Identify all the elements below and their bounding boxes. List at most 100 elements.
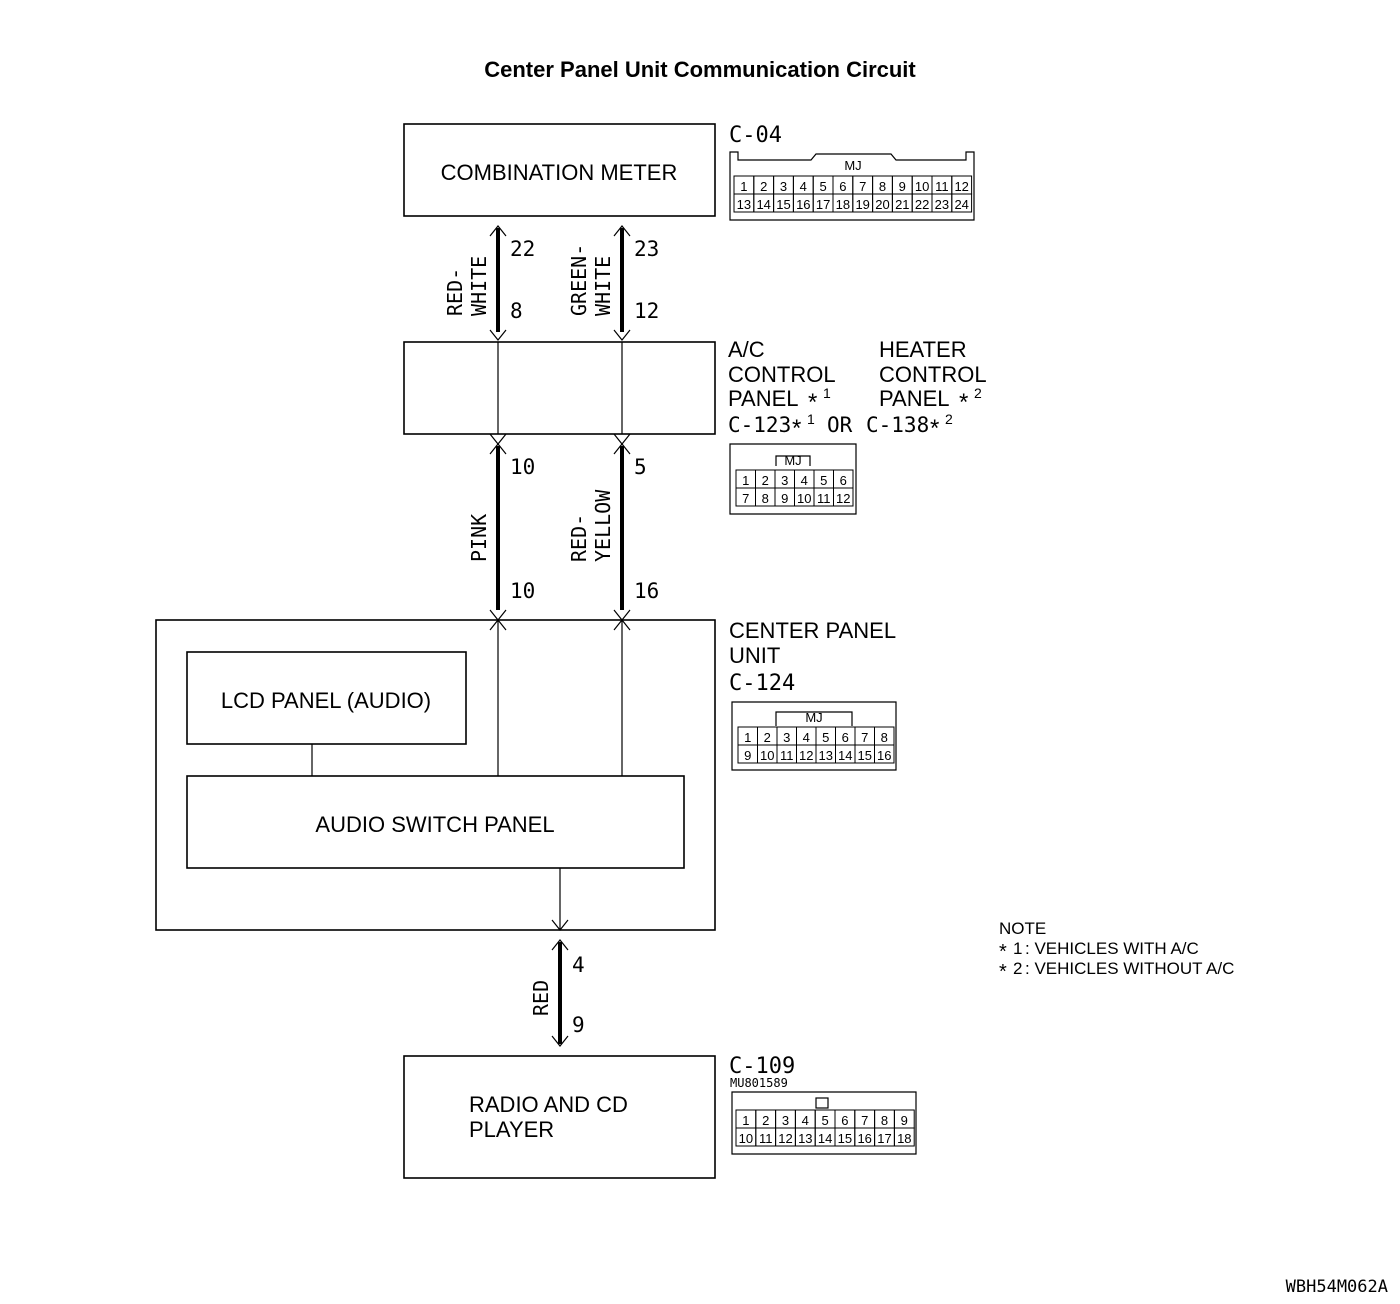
mj-label: MJ <box>805 710 822 725</box>
connector-pin-number: 4 <box>800 179 807 194</box>
connector-pin-number: 23 <box>935 197 949 212</box>
connector-pin-number: 22 <box>915 197 929 212</box>
connector-pin-number: 11 <box>759 1131 773 1146</box>
wire-color-green-white-1: GREEN- <box>567 244 591 316</box>
connector-pin-number: 3 <box>780 179 787 194</box>
connector-pin-number: 9 <box>901 1113 908 1128</box>
connector-pin-number: 8 <box>879 179 886 194</box>
connector-pin-number: 5 <box>820 473 827 488</box>
pin-10-bottom: 10 <box>510 579 535 603</box>
connector-pin-number: 14 <box>818 1131 832 1146</box>
connector-pin-number: 7 <box>859 179 866 194</box>
connector-pin-number: 14 <box>838 748 852 763</box>
connector-pin-number: 3 <box>781 473 788 488</box>
audio-switch-panel-box <box>186 775 685 869</box>
connector-pin-number: 8 <box>881 730 888 745</box>
connector-c123-label: C-123 <box>728 413 791 437</box>
connector-pin-number: 12 <box>954 179 968 194</box>
connector-pin-number: 8 <box>881 1113 888 1128</box>
connector-pin-number: 15 <box>776 197 790 212</box>
part-number-label: MU801589 <box>730 1076 788 1090</box>
ac-label-line1: A/C <box>728 337 765 362</box>
pin-16: 16 <box>634 579 659 603</box>
connector-pin-number: 11 <box>817 491 831 506</box>
connector-pin-number: 4 <box>803 730 810 745</box>
connector-pin-number: 17 <box>816 197 830 212</box>
connector-pin-number: 12 <box>836 491 850 506</box>
connector-pin-number: 3 <box>783 730 790 745</box>
connector-pin-number: 6 <box>840 473 847 488</box>
audio-switch-panel-label: AUDIO SWITCH PANEL <box>315 812 554 837</box>
terminal-arrows-2 <box>613 225 631 341</box>
connector-pin-number: 6 <box>842 730 849 745</box>
connector-pin-number: 21 <box>895 197 909 212</box>
connector-pin-cell <box>874 744 895 764</box>
ac-control-panel-box <box>403 341 716 435</box>
connector-c04-label: C-04 <box>729 123 782 148</box>
connector-pin-number: 1 <box>742 473 749 488</box>
note-heading: NOTE <box>999 919 1046 938</box>
connector-pin-number: 13 <box>798 1131 812 1146</box>
connector-pin-number: 8 <box>762 491 769 506</box>
connector-pin-number: 16 <box>796 197 810 212</box>
connector-pin-number: 5 <box>819 179 826 194</box>
connector-pin-number: 10 <box>760 748 774 763</box>
connector-pin-number: 18 <box>836 197 850 212</box>
wire-color-red-yellow-1: RED- <box>567 514 591 562</box>
ac-label-line3: PANEL <box>728 386 799 411</box>
connector-pin-cell <box>893 1127 915 1147</box>
terminal-arrows-1 <box>489 225 507 341</box>
mj-label: MJ <box>844 158 861 173</box>
or-label: OR <box>827 413 853 437</box>
wire-color-red: RED <box>529 980 553 1016</box>
wire-color-pink: PINK <box>467 514 491 562</box>
heater-label-line1: HEATER <box>879 337 967 362</box>
connector-pin-number: 9 <box>899 179 906 194</box>
terminal-arrows-8 <box>551 1035 569 1047</box>
heater-label-line3: PANEL <box>879 386 950 411</box>
connector-pin-number: 4 <box>802 1113 809 1128</box>
note-block: NOTE * 1 : VEHICLES WITH A/C * 2 : VEHIC… <box>999 919 1234 983</box>
connector-pin-number: 7 <box>861 730 868 745</box>
connector-pin-number: 6 <box>839 179 846 194</box>
radio-label-line2: PLAYER <box>469 1117 554 1142</box>
connector-pin-number: 15 <box>838 1131 852 1146</box>
diagram-title: Center Panel Unit Communication Circuit <box>484 57 916 82</box>
center-panel-unit-box <box>155 619 716 931</box>
connector-pin-number: 7 <box>742 491 749 506</box>
connector-pin-cell <box>833 487 854 507</box>
terminal-arrows-6 <box>489 619 631 631</box>
footnote-2-marker: 2 <box>1013 959 1022 978</box>
connector-pin-number: 2 <box>762 473 769 488</box>
combination-meter-label: COMBINATION METER <box>441 160 678 185</box>
connector-pin-number: 24 <box>954 197 968 212</box>
mj-label: MJ <box>784 453 801 468</box>
footnote-1-marker: 1 <box>807 411 815 427</box>
center-label-line2: UNIT <box>729 643 780 668</box>
connector-pin-number: 3 <box>782 1113 789 1128</box>
heater-label-line2: CONTROL <box>879 362 987 387</box>
connector-pin-number: 18 <box>897 1131 911 1146</box>
lcd-panel-box <box>186 651 467 745</box>
terminal-arrows-5 <box>489 433 631 445</box>
star-marker: * <box>999 961 1007 983</box>
footnote-2-marker: 2 <box>974 385 982 401</box>
wire-color-red-yellow-2: YELLOW <box>591 489 615 562</box>
connector-pin-number: 16 <box>857 1131 871 1146</box>
star-marker: * <box>808 389 817 416</box>
heater-control-panel-label: HEATER CONTROL PANEL * 2 <box>879 337 987 416</box>
connector-pin-number: 13 <box>737 197 751 212</box>
image-code: WBH54M062A <box>1286 1277 1388 1297</box>
connector-c138-label: C-138 <box>866 413 929 437</box>
connector-pin-number: 2 <box>762 1113 769 1128</box>
footnote-1-marker: 1 <box>1013 939 1022 958</box>
connector-pin-number: 9 <box>744 748 751 763</box>
star-marker: * <box>959 389 968 416</box>
connector-c123-c138-label: C-123 * 1 OR C-138 * 2 <box>728 411 953 442</box>
center-label-line1: CENTER PANEL <box>729 618 896 643</box>
connector-pin-number: 16 <box>877 748 891 763</box>
